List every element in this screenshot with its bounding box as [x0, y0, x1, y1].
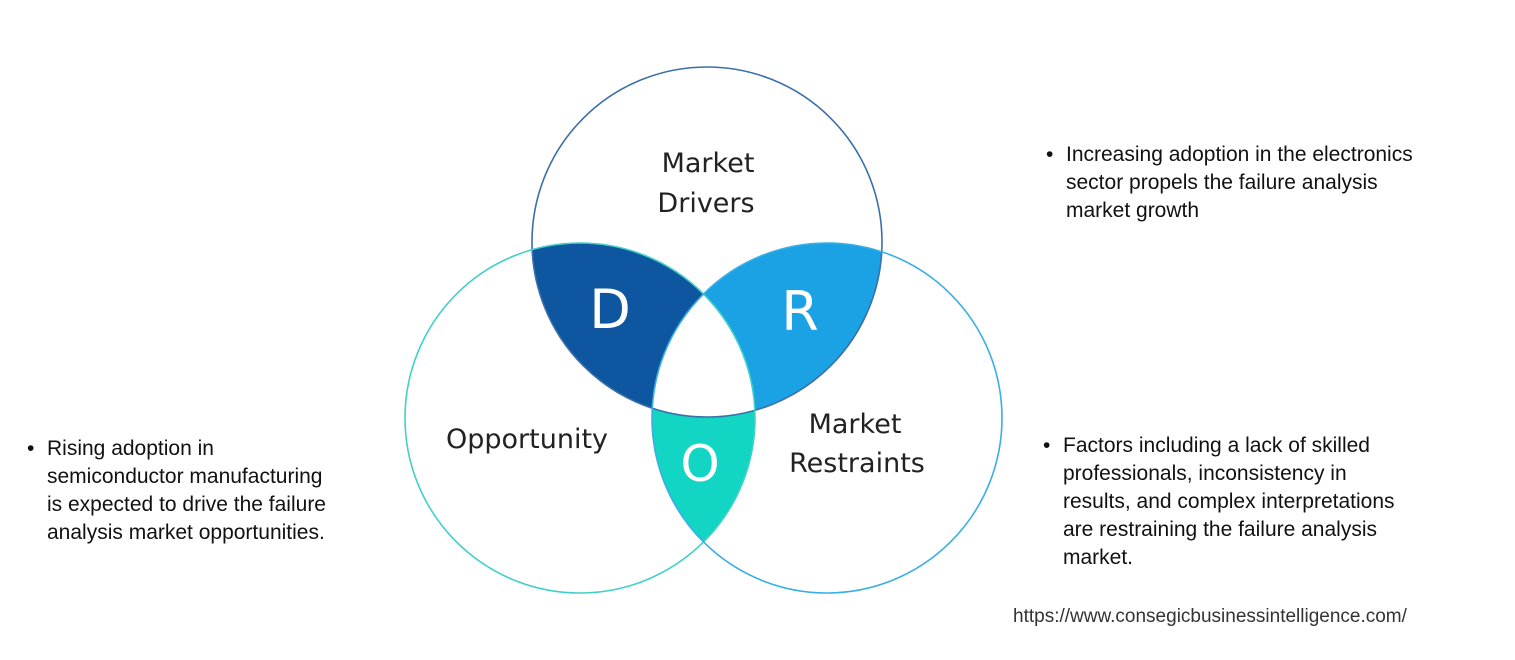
source-url[interactable]: https://www.consegicbusinessintelligence…	[1013, 606, 1407, 627]
restraints-bullet-text: Factors including a lack of skilled prof…	[1063, 434, 1395, 569]
bullet-marker: •	[27, 437, 35, 460]
bullet-marker: •	[1046, 143, 1054, 166]
opportunity-label: Opportunity	[446, 424, 608, 455]
restraints-label-line2: Restraints	[789, 448, 925, 479]
drivers-label-line2: Drivers	[657, 188, 754, 219]
restraints-label-line1: Market	[809, 409, 902, 440]
letter-r: R	[781, 280, 819, 343]
drivers-bullet: • Increasing adoption in the electronics…	[1046, 141, 1496, 225]
drivers-label-line1: Market	[662, 148, 755, 179]
restraints-circle	[651, 242, 1003, 594]
bullet-marker: •	[1043, 434, 1051, 457]
restraints-bullet: • Factors including a lack of skilled pr…	[1043, 432, 1488, 572]
opportunity-circle	[404, 242, 756, 594]
letter-o: O	[680, 435, 719, 493]
drivers-circle	[531, 66, 883, 418]
opportunity-bullet: • Rising adoption in semiconductor manuf…	[27, 435, 397, 547]
letter-d: D	[589, 278, 631, 341]
opportunity-bullet-text: Rising adoption in semiconductor manufac…	[47, 437, 326, 544]
drivers-bullet-text: Increasing adoption in the electronics s…	[1066, 143, 1413, 222]
